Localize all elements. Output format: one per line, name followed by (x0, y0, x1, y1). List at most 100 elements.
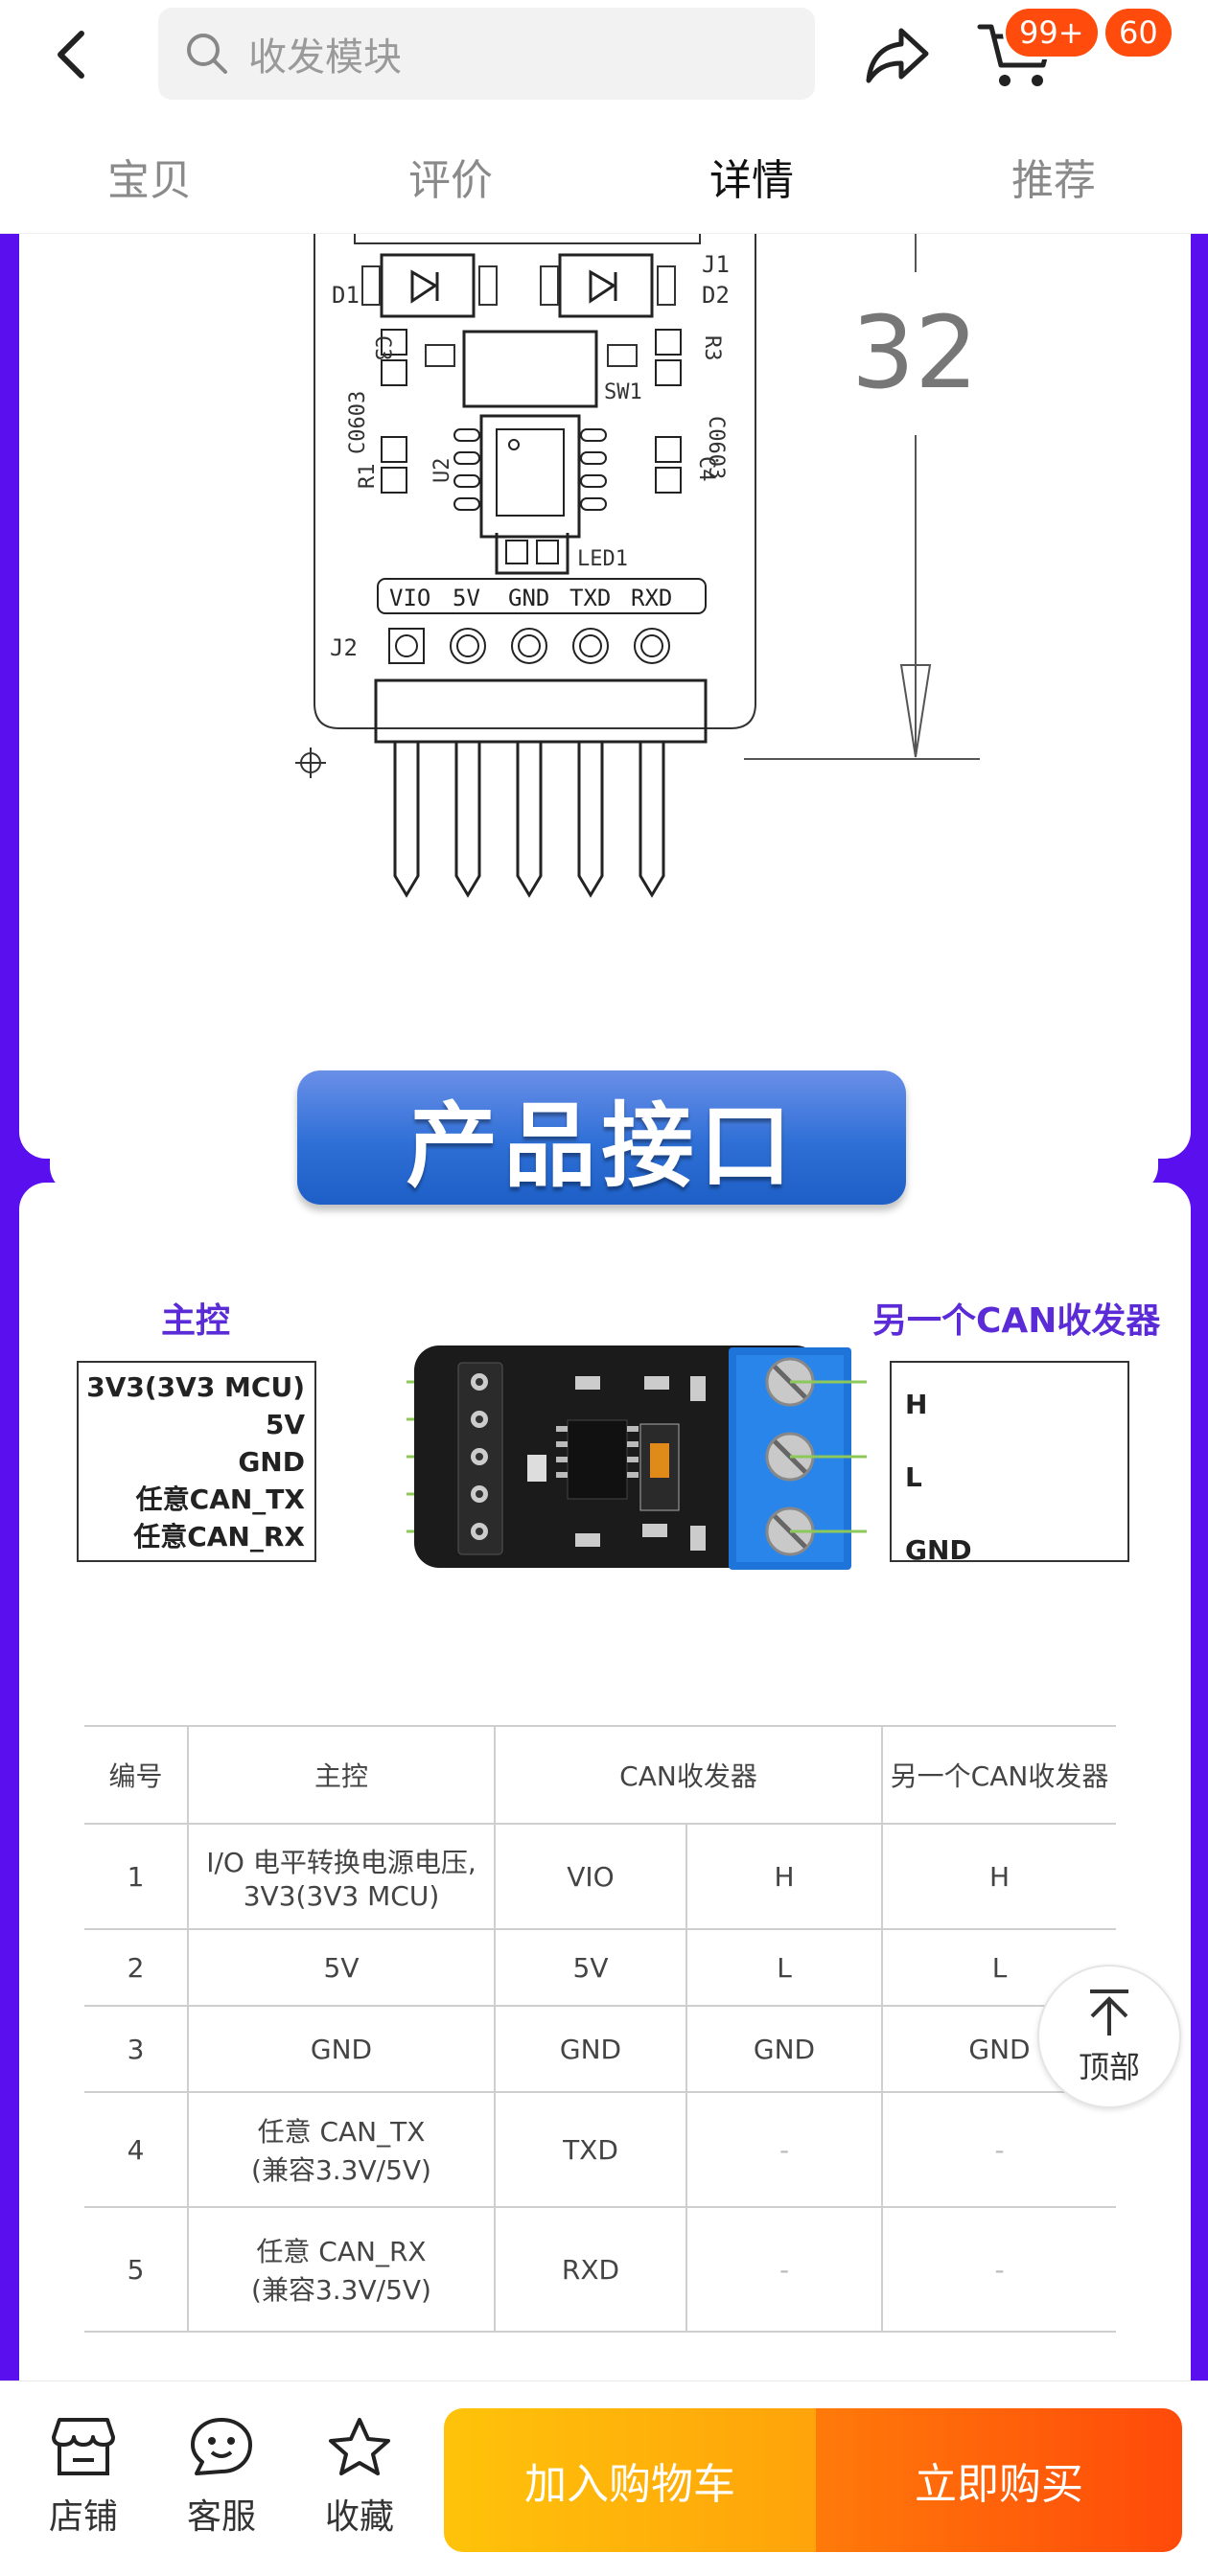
can-pin-gnd: GND (905, 1534, 972, 1566)
other-can-label: 另一个CAN收发器 (872, 1301, 1161, 1341)
table-row: 4 任意 CAN_TX (兼容3.3V/5V) TXD - - (84, 2092, 1116, 2208)
table-row: 5 任意 CAN_RX (兼容3.3V/5V) RXD - - (84, 2207, 1116, 2333)
ref-u2: U2 (430, 458, 454, 484)
ref-r1: R1 (356, 464, 380, 490)
section-title: 产品接口 (297, 1070, 906, 1205)
cell-main-line2: (兼容3.3V/5V) (251, 2274, 431, 2306)
back-to-top-label: 顶部 (1078, 2049, 1140, 2085)
dimension-value: 32 (851, 294, 978, 411)
cart-badge: 99+ (1003, 6, 1101, 59)
pin-spec-table: 编号 主控 CAN收发器 另一个CAN收发器 1 I/O 电平转换电源电压,3V… (84, 1725, 1116, 2333)
pin-label-txd: TXD (569, 585, 611, 611)
main-pin-5v: 5V (265, 1409, 305, 1440)
ref-j1: J1 (702, 251, 730, 278)
ref-d2: D2 (702, 282, 730, 309)
main-pin-box: 3V3(3V3 MCU) 5V GND 任意CAN_TX 任意CAN_RX (77, 1361, 316, 1562)
cell-no: 4 (84, 2092, 189, 2208)
th-number: 编号 (84, 1725, 189, 1825)
table-row: 1 I/O 电平转换电源电压,3V3(3V3 MCU) VIO H H (84, 1824, 1116, 1930)
arrow-up-icon (1090, 1990, 1128, 2036)
cell-other: - (882, 2207, 1116, 2333)
cell-can: L (686, 1929, 883, 2007)
detail-content: D1 D2 J1 SW1 C3 R3 C0603 C0603 (0, 234, 1208, 2380)
cell-main-line2: (兼容3.3V/5V) (251, 2154, 431, 2186)
back-to-top-button[interactable]: 顶部 (1037, 1965, 1181, 2108)
favorite-label: 收藏 (324, 2497, 394, 2537)
ref-d1: D1 (332, 282, 360, 309)
tab-details[interactable]: 详情 (709, 156, 794, 205)
th-can: CAN收发器 (495, 1725, 883, 1825)
cell-main-line1: 任意 CAN_TX (257, 2116, 426, 2148)
search-input[interactable]: 收发模块 (158, 8, 815, 100)
ref-led1: LED1 (577, 547, 628, 571)
dimension-drawing: D1 D2 J1 SW1 C3 R3 C0603 C0603 (295, 234, 980, 898)
can-pin-l: L (905, 1461, 922, 1493)
cell-can: H (686, 1824, 883, 1930)
pin-label-gnd: GND (508, 585, 549, 611)
cell-main: I/O 电平转换电源电压,3V3(3V3 MCU) (188, 1824, 496, 1930)
ref-c0603: C0603 (346, 391, 370, 454)
cell-can: - (686, 2092, 883, 2208)
top-bar: 收发模块 99+ 60 (0, 0, 1208, 107)
customer-service-button[interactable]: 客服 (169, 2416, 274, 2539)
star-icon (329, 2418, 390, 2475)
cell-no: 5 (84, 2207, 189, 2333)
cell-pin: TXD (495, 2092, 687, 2208)
shop-button[interactable]: 店铺 (31, 2416, 136, 2539)
add-to-cart-button[interactable]: 加入购物车 (444, 2408, 816, 2552)
cell-main-line1: I/O 电平转换电源电压, (206, 1846, 476, 1878)
ref-c4: C4 (694, 456, 718, 482)
ref-c0603-b: C0603 (704, 416, 728, 479)
shop-label: 店铺 (48, 2497, 118, 2537)
cell-main: GND (188, 2006, 496, 2093)
cell-main-line1: 任意 CAN_RX (256, 2236, 427, 2267)
main-controller-label: 主控 (161, 1301, 231, 1341)
cell-main: 任意 CAN_RX (兼容3.3V/5V) (188, 2207, 496, 2333)
message-badge: 60 (1103, 6, 1174, 59)
can-pin-box: H L GND (890, 1361, 1129, 1566)
ref-r3: R3 (700, 335, 724, 361)
tab-bar: 宝贝 评价 详情 推荐 (0, 107, 1208, 234)
cell-pin: 5V (495, 1929, 687, 2007)
cell-main: 任意 CAN_TX (兼容3.3V/5V) (188, 2092, 496, 2208)
section-title-text: 产品接口 (406, 1092, 798, 1200)
buy-now-button[interactable]: 立即购买 (816, 2408, 1182, 2552)
main-pin-3v3: 3V3(3V3 MCU) (86, 1371, 305, 1403)
tab-reviews[interactable]: 评价 (408, 156, 493, 205)
ref-c3: C3 (370, 335, 394, 361)
dimension-drawing-card: D1 D2 J1 SW1 C3 R3 C0603 C0603 (19, 234, 1191, 1159)
cell-other: H (882, 1824, 1116, 1930)
pin-label-5v: 5V (453, 585, 480, 611)
favorite-button[interactable]: 收藏 (307, 2416, 412, 2539)
th-main: 主控 (188, 1725, 496, 1825)
cell-pin: RXD (495, 2207, 687, 2333)
search-placeholder: 收发模块 (248, 35, 402, 80)
bottom-action-bar: 店铺 客服 收藏 加入购物车 立即购买 (0, 2380, 1208, 2576)
pin-label-rxd: RXD (631, 585, 672, 611)
pin-label-vio: VIO (389, 585, 430, 611)
cell-no: 3 (84, 2006, 189, 2093)
table-row: 2 5V 5V L L (84, 1929, 1116, 2007)
back-icon[interactable] (38, 21, 105, 88)
ref-j2: J2 (330, 634, 358, 661)
cell-other: - (882, 2092, 1116, 2208)
cell-can: - (686, 2207, 883, 2333)
search-icon (187, 34, 227, 74)
ref-sw1: SW1 (604, 380, 642, 404)
tab-item[interactable]: 宝贝 (107, 156, 192, 205)
cell-main-line2: 3V3(3V3 MCU) (243, 1879, 440, 1912)
can-pin-h: H (905, 1389, 928, 1420)
shop-icon (52, 2418, 115, 2475)
table-header-row: 编号 主控 CAN收发器 另一个CAN收发器 (84, 1725, 1116, 1825)
th-other: 另一个CAN收发器 (882, 1725, 1116, 1825)
cell-pin: GND (495, 2006, 687, 2093)
cell-pin: VIO (495, 1824, 687, 1930)
main-pin-tx: 任意CAN_TX (135, 1484, 305, 1515)
main-pin-gnd: GND (238, 1446, 305, 1478)
customer-service-label: 客服 (186, 2497, 256, 2537)
share-icon[interactable] (863, 21, 934, 88)
tab-recommend[interactable]: 推荐 (1011, 156, 1096, 205)
cell-main: 5V (188, 1929, 496, 2007)
cell-can: GND (686, 2006, 883, 2093)
chat-icon (191, 2418, 252, 2475)
